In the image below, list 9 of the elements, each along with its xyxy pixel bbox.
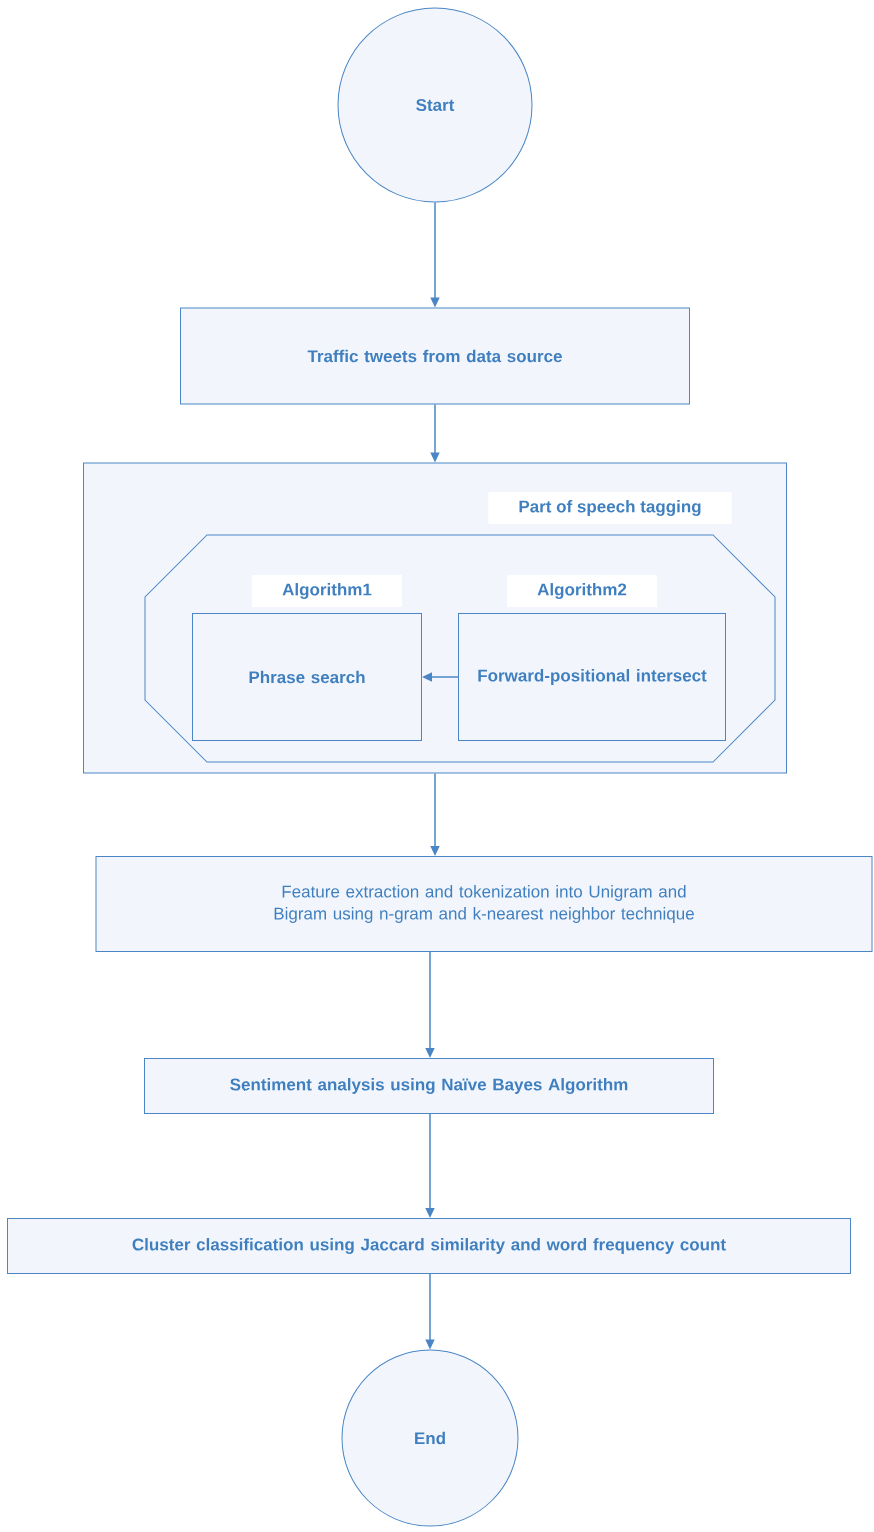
process-box: Forward-positional intersect bbox=[458, 613, 726, 741]
process-box: Phrase search bbox=[192, 613, 422, 741]
heading: Algorithm1 bbox=[252, 575, 402, 607]
process-box: Cluster classification using Jaccard similarity and word frequency count bbox=[7, 1218, 851, 1274]
process-box: Traffic tweets from data source bbox=[180, 307, 690, 405]
heading: Part of speech tagging bbox=[488, 492, 732, 524]
process-box: Feature extraction and tokenization into Unigram and Bigram using n-gram and k-nearest neighbor technique bbox=[95, 856, 873, 952]
process-box: Sentiment analysis using Naïve Bayes Algorithm bbox=[144, 1058, 714, 1114]
heading: Algorithm2 bbox=[507, 575, 657, 607]
